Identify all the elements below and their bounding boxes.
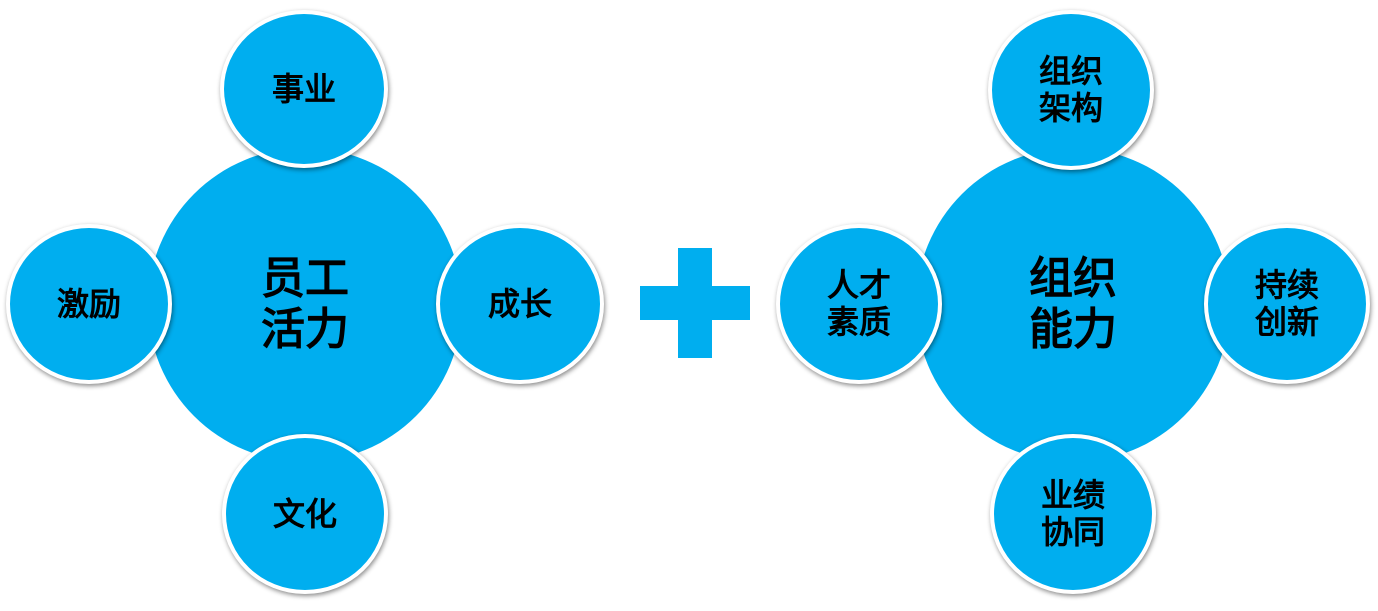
org-structure-label: 组织 架构 [1039, 53, 1103, 127]
incentive-label: 激励 [56, 284, 121, 323]
employee-vitality-label: 员工 活力 [261, 254, 349, 355]
growth-node: 成长 [436, 224, 604, 384]
talent-quality-node: 人才 素质 [776, 224, 942, 384]
growth-line1: 成长 [487, 284, 552, 323]
employee-vitality-line2: 活力 [261, 304, 349, 355]
career-label: 事业 [271, 69, 336, 108]
performance-synergy-line1: 业绩 [1040, 476, 1105, 515]
continuous-innovation-line2: 创新 [1254, 303, 1319, 341]
continuous-innovation-line1: 持续 [1254, 266, 1319, 305]
growth-label: 成长 [487, 284, 552, 323]
org-structure-node: 组织 架构 [988, 10, 1154, 170]
organizational-capability-hub: 组织 能力 [916, 148, 1230, 462]
employee-vitality-line1: 员工 [261, 253, 349, 305]
career-node: 事业 [220, 10, 388, 168]
org-structure-line2: 架构 [1038, 89, 1103, 127]
talent-quality-line2: 素质 [826, 303, 891, 341]
continuous-innovation-label: 持续 创新 [1255, 267, 1319, 341]
performance-synergy-node: 业绩 协同 [990, 434, 1156, 594]
organizational-capability-label: 组织 能力 [1029, 254, 1117, 355]
culture-node: 文化 [222, 434, 388, 594]
org-structure-line1: 组织 [1038, 52, 1103, 91]
incentive-node: 激励 [6, 224, 172, 384]
career-line1: 事业 [271, 69, 336, 108]
talent-quality-line1: 人才 [826, 266, 891, 305]
organizational-capability-line1: 组织 [1029, 253, 1117, 305]
incentive-line1: 激励 [56, 284, 121, 323]
performance-synergy-label: 业绩 协同 [1041, 477, 1105, 551]
plus-vertical-bar [678, 248, 712, 358]
employee-vitality-hub: 员工 活力 [148, 148, 462, 462]
talent-quality-label: 人才 素质 [827, 267, 891, 341]
culture-line1: 文化 [272, 494, 337, 533]
organizational-capability-line2: 能力 [1029, 304, 1117, 355]
performance-synergy-line2: 协同 [1040, 513, 1105, 551]
continuous-innovation-node: 持续 创新 [1204, 224, 1370, 384]
culture-label: 文化 [272, 494, 337, 533]
